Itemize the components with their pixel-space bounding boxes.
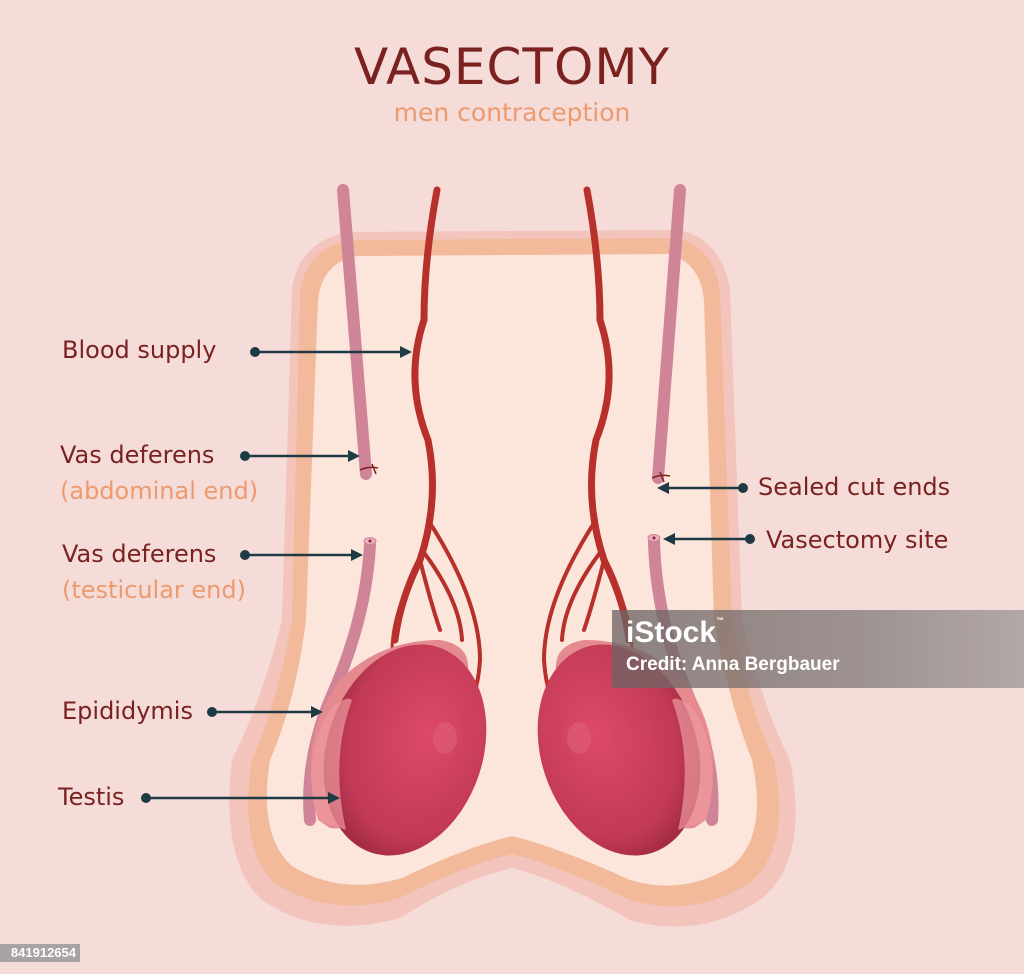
label-vas-deferens-testicular: Vas deferens — [62, 540, 217, 568]
istock-watermark: iStock™ Credit: Anna Bergbauer — [612, 610, 1024, 688]
sublabel-abdominal-end: (abdominal end) — [60, 477, 259, 505]
credit-text: Credit: Anna Bergbauer — [626, 654, 840, 675]
pointer-arrows — [141, 346, 755, 804]
testis-right — [537, 644, 701, 856]
sublabel-testicular-end: (testicular end) — [62, 576, 246, 604]
stock-image-id: 841912654 — [0, 944, 80, 962]
label-sealed-cut-ends: Sealed cut ends — [758, 473, 951, 501]
vas-deferens-left-upper — [337, 184, 372, 480]
label-vasectomy-site: Vasectomy site — [766, 526, 949, 554]
label-epididymis: Epididymis — [62, 697, 193, 725]
vas-deferens-right-upper — [652, 184, 686, 484]
suture-right-icon — [651, 471, 671, 483]
diagram-title: VASECTOMY — [353, 38, 671, 96]
diagram-subtitle: men contraception — [393, 98, 631, 127]
label-testis: Testis — [58, 783, 125, 811]
istock-logo: iStock™ — [626, 616, 725, 649]
suture-left-icon — [359, 463, 379, 475]
label-vas-deferens-abdominal: Vas deferens — [60, 441, 215, 469]
testis-left — [323, 644, 487, 856]
label-blood-supply: Blood supply — [62, 336, 217, 364]
